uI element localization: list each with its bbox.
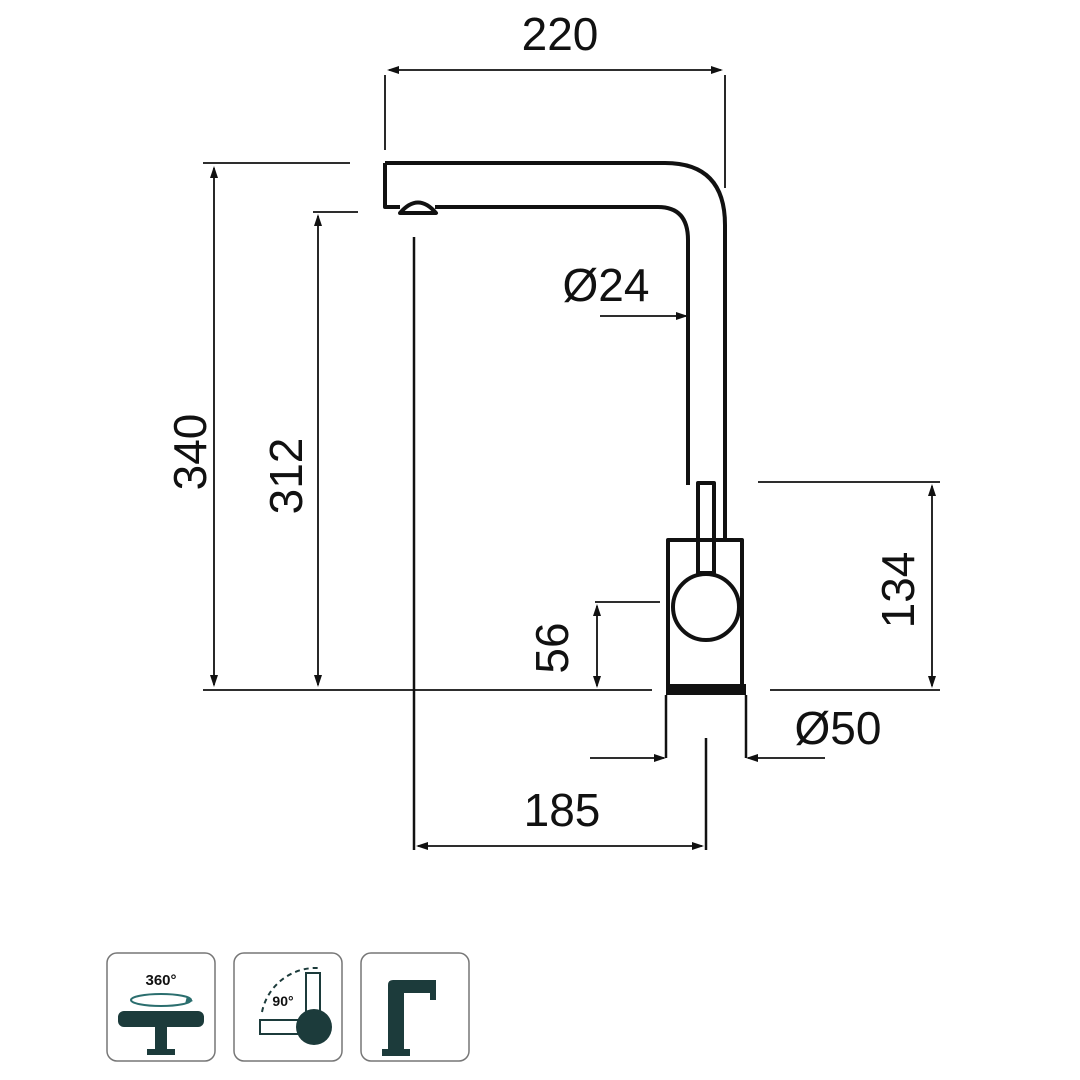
dim-height-spout: 312 xyxy=(260,438,312,515)
dim-lever-height: 56 xyxy=(526,622,578,673)
dim-body-height: 134 xyxy=(872,552,924,629)
lever-90-icon: 90° xyxy=(233,952,343,1062)
dimension-lines xyxy=(203,66,940,850)
dim-reach: 185 xyxy=(524,784,601,836)
dim-width-top: 220 xyxy=(522,8,599,60)
dim-height-total: 340 xyxy=(164,414,216,491)
swivel-360-icon: 360° xyxy=(106,952,216,1062)
badge-label-360: 360° xyxy=(145,972,176,989)
dim-pipe-diameter: Ø24 xyxy=(563,259,650,311)
spout-shape-icon xyxy=(360,952,470,1062)
faucet-outline xyxy=(383,161,748,850)
badge-label-90: 90° xyxy=(272,993,293,1009)
dim-base-diameter: Ø50 xyxy=(795,702,882,754)
